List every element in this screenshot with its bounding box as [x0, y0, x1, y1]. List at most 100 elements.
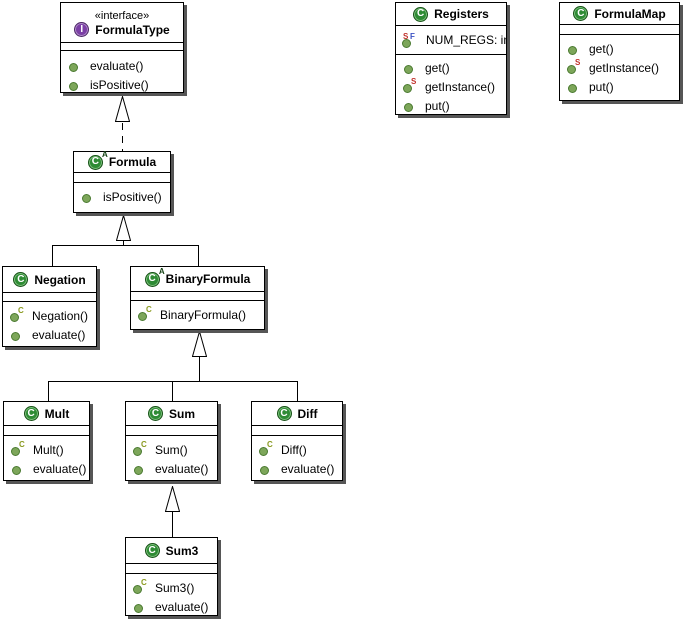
method-label: put(): [589, 79, 614, 94]
class-box-formulatype[interactable]: «interface» I FormulaType evaluate() isP…: [60, 2, 184, 93]
method-label: evaluate(): [90, 58, 144, 73]
method-row[interactable]: C Sum3(): [126, 578, 217, 597]
edge-sum3-sum-line[interactable]: [172, 511, 173, 537]
methods-compartment: C Sum3() evaluate(): [126, 573, 217, 615]
edge-children-binaryformula-stem[interactable]: [199, 357, 200, 381]
class-icon: C: [23, 406, 39, 421]
edge-sum-binaryformula-line[interactable]: [172, 381, 173, 401]
class-box-mult[interactable]: C Mult C Mult() evaluate(): [3, 401, 90, 481]
method-row[interactable]: C Diff(): [252, 440, 342, 459]
edge-formula-formulatype-arrowhead[interactable]: [115, 96, 130, 122]
method-label: get(): [589, 41, 614, 56]
method-row[interactable]: evaluate(): [3, 325, 96, 344]
class-title: C Mult: [4, 402, 89, 425]
fields-compartment: [126, 425, 217, 435]
class-name: FormulaType: [95, 22, 170, 37]
edge-children-binaryformula-arrowhead[interactable]: [192, 331, 207, 357]
class-icon: C: [144, 543, 160, 558]
class-name: BinaryFormula: [165, 272, 251, 286]
method-row[interactable]: get(): [560, 39, 679, 58]
class-name: Diff: [297, 406, 318, 421]
public-method-icon: [133, 600, 147, 614]
edge-formula-formulatype-line[interactable]: [122, 123, 123, 151]
method-row[interactable]: evaluate(): [252, 459, 342, 478]
class-name: Mult: [44, 406, 70, 421]
class-title: C Sum3: [126, 538, 217, 563]
method-row[interactable]: evaluate(): [4, 459, 89, 478]
method-label: getInstance(): [425, 79, 496, 94]
static-method-icon: S: [567, 58, 581, 75]
edge-mult-binaryformula-line[interactable]: [48, 381, 49, 401]
class-title: C Negation: [3, 267, 96, 292]
method-row[interactable]: C BinaryFormula(): [131, 305, 264, 324]
class-name: Sum: [168, 406, 195, 421]
edge-children-binaryformula-bus[interactable]: [48, 381, 298, 382]
method-row[interactable]: C Mult(): [4, 440, 89, 459]
method-label: evaluate(): [32, 327, 86, 342]
class-box-sum[interactable]: C Sum C Sum() evaluate(): [125, 401, 218, 481]
constructor-icon: C: [133, 440, 147, 457]
public-method-icon: [567, 42, 581, 56]
class-title: C Diff: [252, 402, 342, 425]
fields-compartment: [131, 291, 264, 300]
edge-negation-formula-line[interactable]: [52, 245, 53, 266]
edge-children-formula-bus[interactable]: [52, 245, 199, 246]
method-row[interactable]: C Negation(): [3, 306, 96, 325]
methods-compartment: C Negation() evaluate(): [3, 301, 96, 346]
class-title: «interface» I FormulaType: [61, 3, 183, 42]
stereotype-label: «interface»: [94, 10, 150, 22]
method-row[interactable]: isPositive(): [74, 187, 170, 206]
method-row[interactable]: evaluate(): [61, 56, 183, 75]
public-method-icon: [567, 80, 581, 94]
interface-icon: I: [74, 22, 90, 37]
fields-compartment: [252, 425, 342, 435]
edge-children-formula-arrowhead[interactable]: [116, 215, 131, 241]
class-title: C FormulaMap: [560, 3, 679, 24]
class-box-sum3[interactable]: C Sum3 C Sum3() evaluate(): [125, 537, 218, 616]
method-row[interactable]: S getInstance(): [560, 58, 679, 77]
method-row[interactable]: put(): [560, 77, 679, 96]
edge-children-formula-stem[interactable]: [123, 241, 124, 246]
method-label: Mult(): [33, 442, 64, 457]
method-row[interactable]: C Sum(): [126, 440, 217, 459]
class-name: Formula: [108, 155, 157, 169]
constructor-icon: C: [10, 306, 24, 323]
class-icon: C: [276, 406, 292, 421]
edge-sum3-sum-arrowhead[interactable]: [165, 486, 180, 512]
method-row[interactable]: S getInstance(): [396, 77, 506, 96]
static-final-field-icon: S F: [401, 32, 420, 48]
edge-diff-binaryformula-line[interactable]: [297, 381, 298, 401]
class-name: Registers: [434, 7, 489, 21]
method-label: isPositive(): [90, 77, 149, 92]
static-method-icon: S: [403, 77, 417, 94]
method-label: evaluate(): [155, 599, 209, 614]
fields-compartment: [3, 292, 96, 301]
method-row[interactable]: evaluate(): [126, 459, 217, 478]
constructor-icon: C: [138, 305, 152, 322]
constructor-icon: C: [259, 440, 273, 457]
constructor-icon: C: [133, 578, 147, 595]
class-icon: C: [13, 272, 29, 287]
class-box-formulamap[interactable]: C FormulaMap get() S getInstance() put(): [559, 2, 680, 101]
public-method-icon: [403, 99, 417, 113]
method-row[interactable]: isPositive(): [61, 75, 183, 92]
class-box-diff[interactable]: C Diff C Diff() evaluate(): [251, 401, 343, 481]
field-row[interactable]: S F NUM_REGS: int: [396, 26, 506, 54]
method-row[interactable]: evaluate(): [126, 597, 217, 615]
edge-binaryformula-formula-line[interactable]: [198, 245, 199, 266]
fields-compartment: [4, 425, 89, 435]
method-row[interactable]: get(): [396, 58, 506, 77]
public-method-icon: [10, 328, 24, 342]
method-label: Sum(): [155, 442, 188, 457]
method-label: BinaryFormula(): [160, 307, 247, 322]
method-row[interactable]: put(): [396, 96, 506, 114]
class-box-negation[interactable]: C Negation C Negation() evaluate(): [2, 266, 97, 347]
class-box-registers[interactable]: C Registers S F NUM_REGS: int get() S ge: [395, 2, 507, 115]
fields-compartment: [74, 172, 170, 182]
